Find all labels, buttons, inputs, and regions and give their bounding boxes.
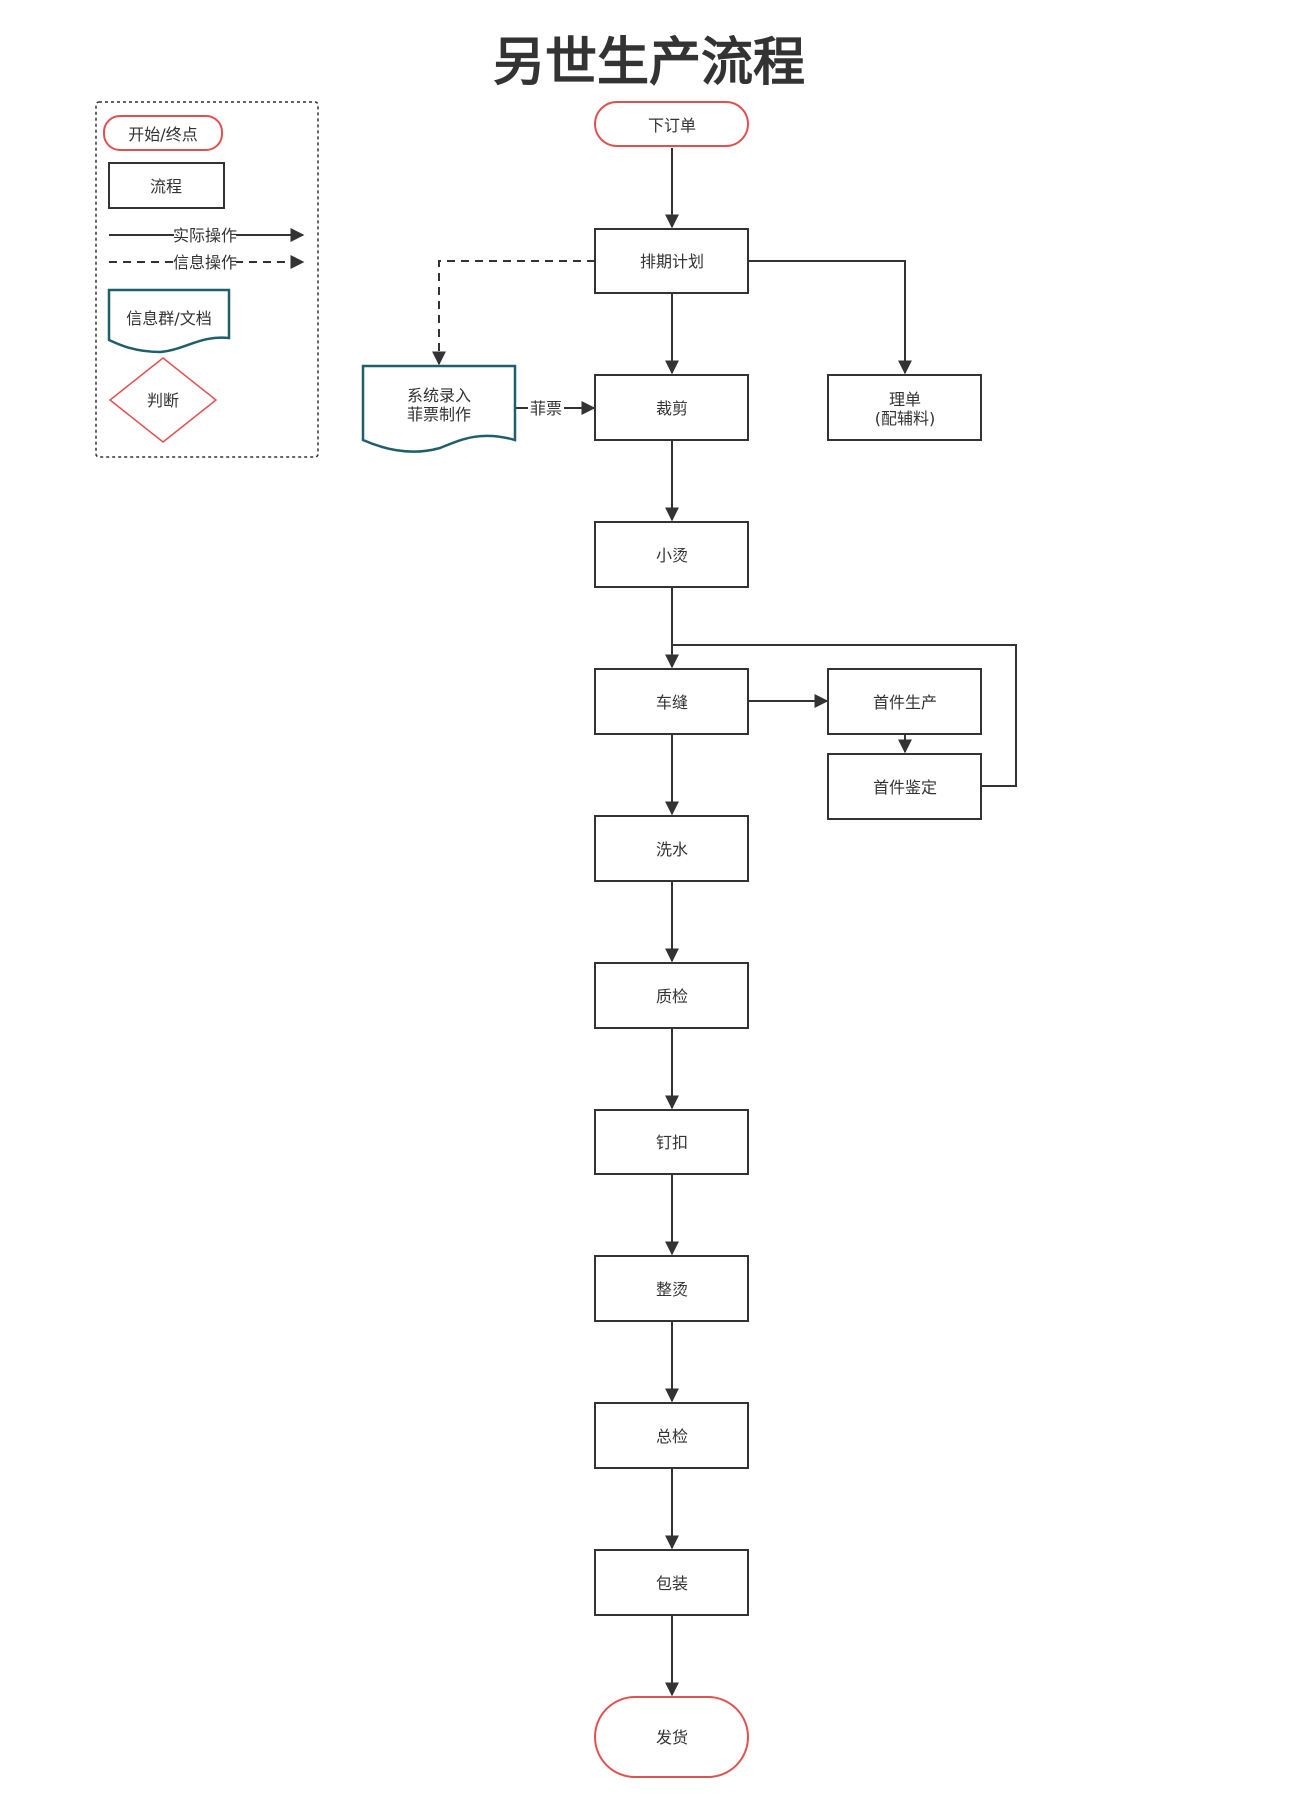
edges: 菲票 (432, 148, 1017, 1697)
legend-info-op-label: 信息操作 (173, 253, 237, 272)
node-press (594, 1255, 749, 1322)
legend-decision-label: 判断 (147, 391, 179, 410)
node-sort-line1: 理单 (889, 390, 921, 409)
legend-terminal-label: 开始/终点 (128, 125, 197, 144)
node-cut (594, 374, 749, 441)
node-schedule-label: 排期计划 (640, 252, 704, 271)
node-pack-label: 包装 (656, 1574, 688, 1593)
edge-schedule-system-entry (432, 260, 595, 366)
node-press-label: 整烫 (656, 1280, 688, 1299)
legend-process-label: 流程 (150, 177, 182, 196)
node-button-label: 钉扣 (656, 1133, 688, 1152)
legend-document-label: 信息群/文档 (126, 309, 211, 328)
node-qc (594, 962, 749, 1029)
node-button (594, 1109, 749, 1175)
nodes: 下订单 排期计划 系统录入 菲票制作 裁剪 理单 (配辅料) 小烫 车缝 首件生… (361, 101, 982, 1778)
node-order (594, 101, 749, 147)
node-first-check-label: 首件鉴定 (873, 778, 937, 797)
node-wash (594, 815, 749, 882)
legend-document-shape (107, 288, 231, 354)
legend-frame (95, 101, 319, 458)
node-schedule (594, 228, 749, 294)
node-qc-label: 质检 (656, 987, 688, 1006)
node-sew-label: 车缝 (656, 693, 688, 712)
page-title: 另世生产流程 (493, 33, 805, 93)
node-ship-label: 发货 (656, 1728, 688, 1747)
node-sort-line2: (配辅料) (875, 409, 936, 428)
node-ship (594, 1696, 749, 1778)
node-final-check (594, 1402, 749, 1469)
edge-first-check-loop (672, 644, 1017, 787)
legend-process-shape (108, 162, 225, 209)
legend-decision-shape (108, 357, 218, 443)
legend-actual-op-label: 实际操作 (173, 226, 237, 245)
node-small-iron (594, 521, 749, 588)
node-system-entry (361, 364, 517, 453)
node-sort (827, 374, 982, 441)
legend-terminal-shape (103, 115, 223, 151)
node-first-check (827, 753, 982, 820)
node-first-production-label: 首件生产 (873, 693, 937, 712)
node-final-check-label: 总检 (656, 1427, 688, 1446)
legend: 开始/终点 流程 实际操作 信息操作 信息群/文档 判断 (95, 101, 319, 458)
node-wash-label: 洗水 (656, 840, 688, 859)
edge-schedule-sort (748, 260, 912, 375)
node-system-entry-line2: 菲票制作 (407, 405, 471, 424)
node-system-entry-line1: 系统录入 (407, 386, 471, 405)
node-order-label: 下订单 (648, 116, 696, 135)
node-sew (594, 668, 749, 735)
node-first-production (827, 668, 982, 735)
node-small-iron-label: 小烫 (656, 546, 688, 565)
node-pack (594, 1549, 749, 1616)
edge-label-ticket: 菲票 (530, 399, 562, 418)
node-cut-label: 裁剪 (656, 399, 688, 418)
